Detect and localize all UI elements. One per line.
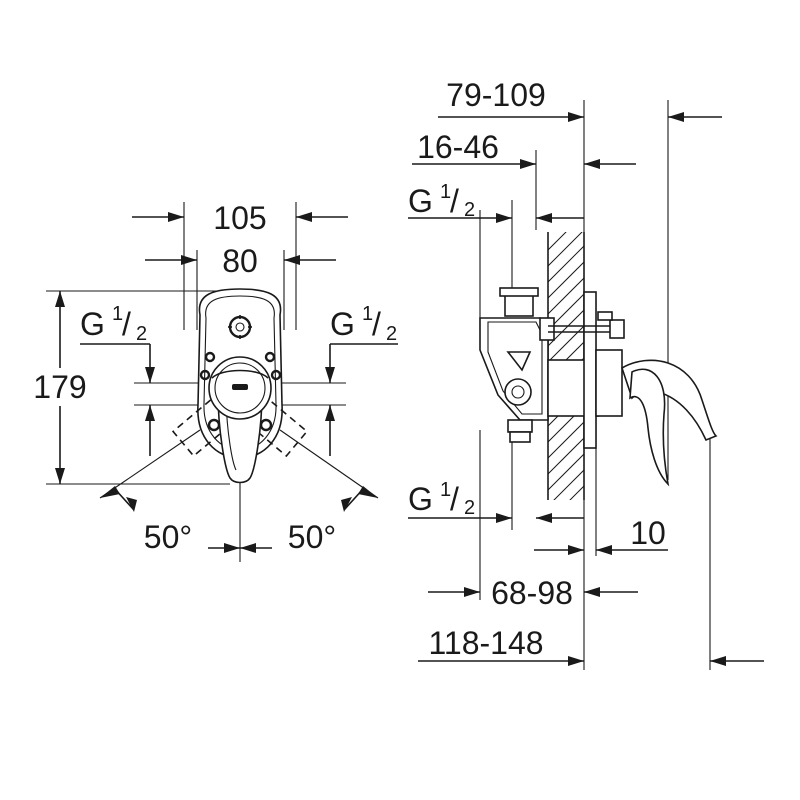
screw-hole-right — [264, 351, 276, 363]
dimension-height: 179 — [33, 290, 238, 485]
dimension-wall-depth: 16-46 — [412, 129, 636, 169]
svg-text:/: / — [122, 306, 131, 342]
dimension-plate: 10 — [534, 515, 668, 555]
thread-top-base: G — [408, 183, 433, 219]
thread-top-den: 2 — [464, 199, 475, 221]
dimension-body-depth: 68-98 — [428, 575, 638, 611]
svg-text:/: / — [450, 481, 459, 517]
width-inner-label: 80 — [222, 243, 258, 279]
angle-left-label: 50° — [144, 519, 192, 555]
dimension-width-outer: 105 — [132, 200, 348, 330]
thread-left-den: 2 — [136, 323, 147, 345]
side-view: 79-109 16-46 G 1 / 2 G 1 — [408, 77, 764, 670]
thread-left-dimension: G 1 / 2 — [80, 303, 200, 456]
height-label: 179 — [33, 369, 86, 405]
thread-right-den: 2 — [386, 323, 397, 345]
port-top — [228, 315, 252, 339]
dimension-spout-reach: 118-148 — [418, 625, 764, 666]
thread-left-num: 1 — [112, 303, 123, 325]
total-projection-label: 79-109 — [446, 77, 546, 113]
body-depth-label: 68-98 — [491, 575, 573, 611]
plate-label: 10 — [630, 515, 666, 551]
screw-hole-right-lower — [270, 369, 282, 381]
screw-hole-left — [204, 351, 216, 363]
lever-side — [595, 349, 718, 487]
thread-right-dimension: G 1 / 2 — [280, 303, 398, 456]
thread-right-base: G — [330, 306, 355, 342]
dimension-total-projection: 79-109 — [438, 77, 722, 122]
wall-plate — [548, 291, 625, 449]
spout-reach-label: 118-148 — [428, 625, 543, 661]
screw-hole-left-lower — [199, 369, 211, 381]
dimension-width-inner: 80 — [145, 243, 336, 330]
thread-bottom-base: G — [408, 481, 433, 517]
thread-bottom-dimension: G 1 / 2 — [408, 479, 584, 523]
front-view: 105 80 179 G 1 / 2 — [33, 200, 398, 562]
width-outer-label: 105 — [213, 200, 266, 236]
thread-top-dimension: G 1 / 2 — [408, 181, 584, 223]
mixer-lever — [208, 356, 272, 484]
angle-right-label: 50° — [288, 519, 336, 555]
wall-depth-label: 16-46 — [417, 129, 499, 165]
thread-left-base: G — [80, 306, 105, 342]
thread-bottom-den: 2 — [464, 497, 475, 519]
thread-bottom-num: 1 — [440, 479, 451, 501]
thread-right-num: 1 — [362, 303, 373, 325]
svg-text:/: / — [450, 183, 459, 219]
thread-top-num: 1 — [440, 181, 451, 203]
svg-text:/: / — [372, 306, 381, 342]
